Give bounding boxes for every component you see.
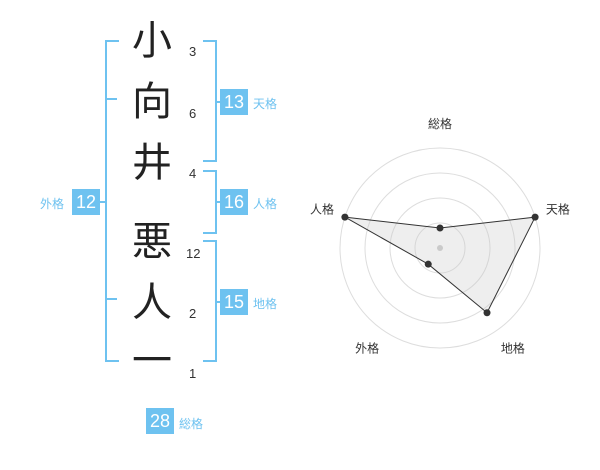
gaikaku-label: 外格 — [40, 197, 65, 211]
gaikaku-bracket-connector — [100, 201, 106, 203]
radar-center-dot — [437, 245, 443, 251]
radar-axis-label: 総格 — [428, 116, 452, 131]
jinkaku-bracket-connector — [216, 201, 221, 203]
jinkaku-label: 人格 — [253, 197, 278, 211]
stroke-count-2: 6 — [189, 106, 197, 121]
name-char-5: 人 — [132, 280, 172, 326]
radar-point-2 — [531, 213, 539, 221]
radar-axis-label: 地格 — [501, 340, 525, 355]
radar-grid-ring — [414, 222, 466, 274]
gaikaku-bracket-tick — [105, 98, 117, 100]
jinkaku-value-badge: 16 — [220, 189, 248, 215]
radar-axis-label: 外格 — [355, 340, 379, 355]
stroke-count-4: 12 — [186, 246, 201, 261]
chikaku-bracket-connector — [216, 301, 221, 303]
soukaku-label: 総格 — [179, 417, 204, 431]
radar-grid-ring — [339, 147, 541, 349]
radar-axis-label: 人格 — [310, 202, 334, 217]
chikaku-value-badge: 15 — [220, 289, 248, 315]
name-char-2: 向 — [132, 79, 172, 125]
radar-grid-ring — [364, 172, 516, 324]
gaikaku-bracket — [105, 40, 119, 362]
soukaku-value-badge: 28 — [146, 408, 174, 434]
chikaku-label: 地格 — [253, 297, 278, 311]
radar-grid-ring — [389, 197, 491, 299]
radar-series-polygon — [344, 216, 536, 314]
name-char-6: 一 — [132, 338, 172, 384]
radar-point-5 — [341, 213, 349, 221]
stroke-count-3: 4 — [189, 166, 197, 181]
tenkaku-label: 天格 — [253, 97, 278, 111]
stroke-count-1: 3 — [189, 44, 197, 59]
name-char-1: 小 — [132, 18, 172, 64]
stroke-count-5: 2 — [189, 306, 197, 321]
tenkaku-value-badge: 13 — [220, 89, 248, 115]
gaikaku-bracket-tick — [105, 298, 117, 300]
radar-point-4 — [424, 260, 432, 268]
radar-point-1 — [436, 224, 444, 232]
name-char-4: 悪 — [132, 219, 172, 265]
tenkaku-bracket-connector — [216, 101, 221, 103]
radar-axis-label: 天格 — [546, 202, 570, 217]
radar-point-3 — [483, 309, 491, 317]
stroke-count-6: 1 — [189, 366, 197, 381]
gaikaku-value-badge: 12 — [72, 189, 100, 215]
name-char-3: 井 — [132, 140, 172, 186]
